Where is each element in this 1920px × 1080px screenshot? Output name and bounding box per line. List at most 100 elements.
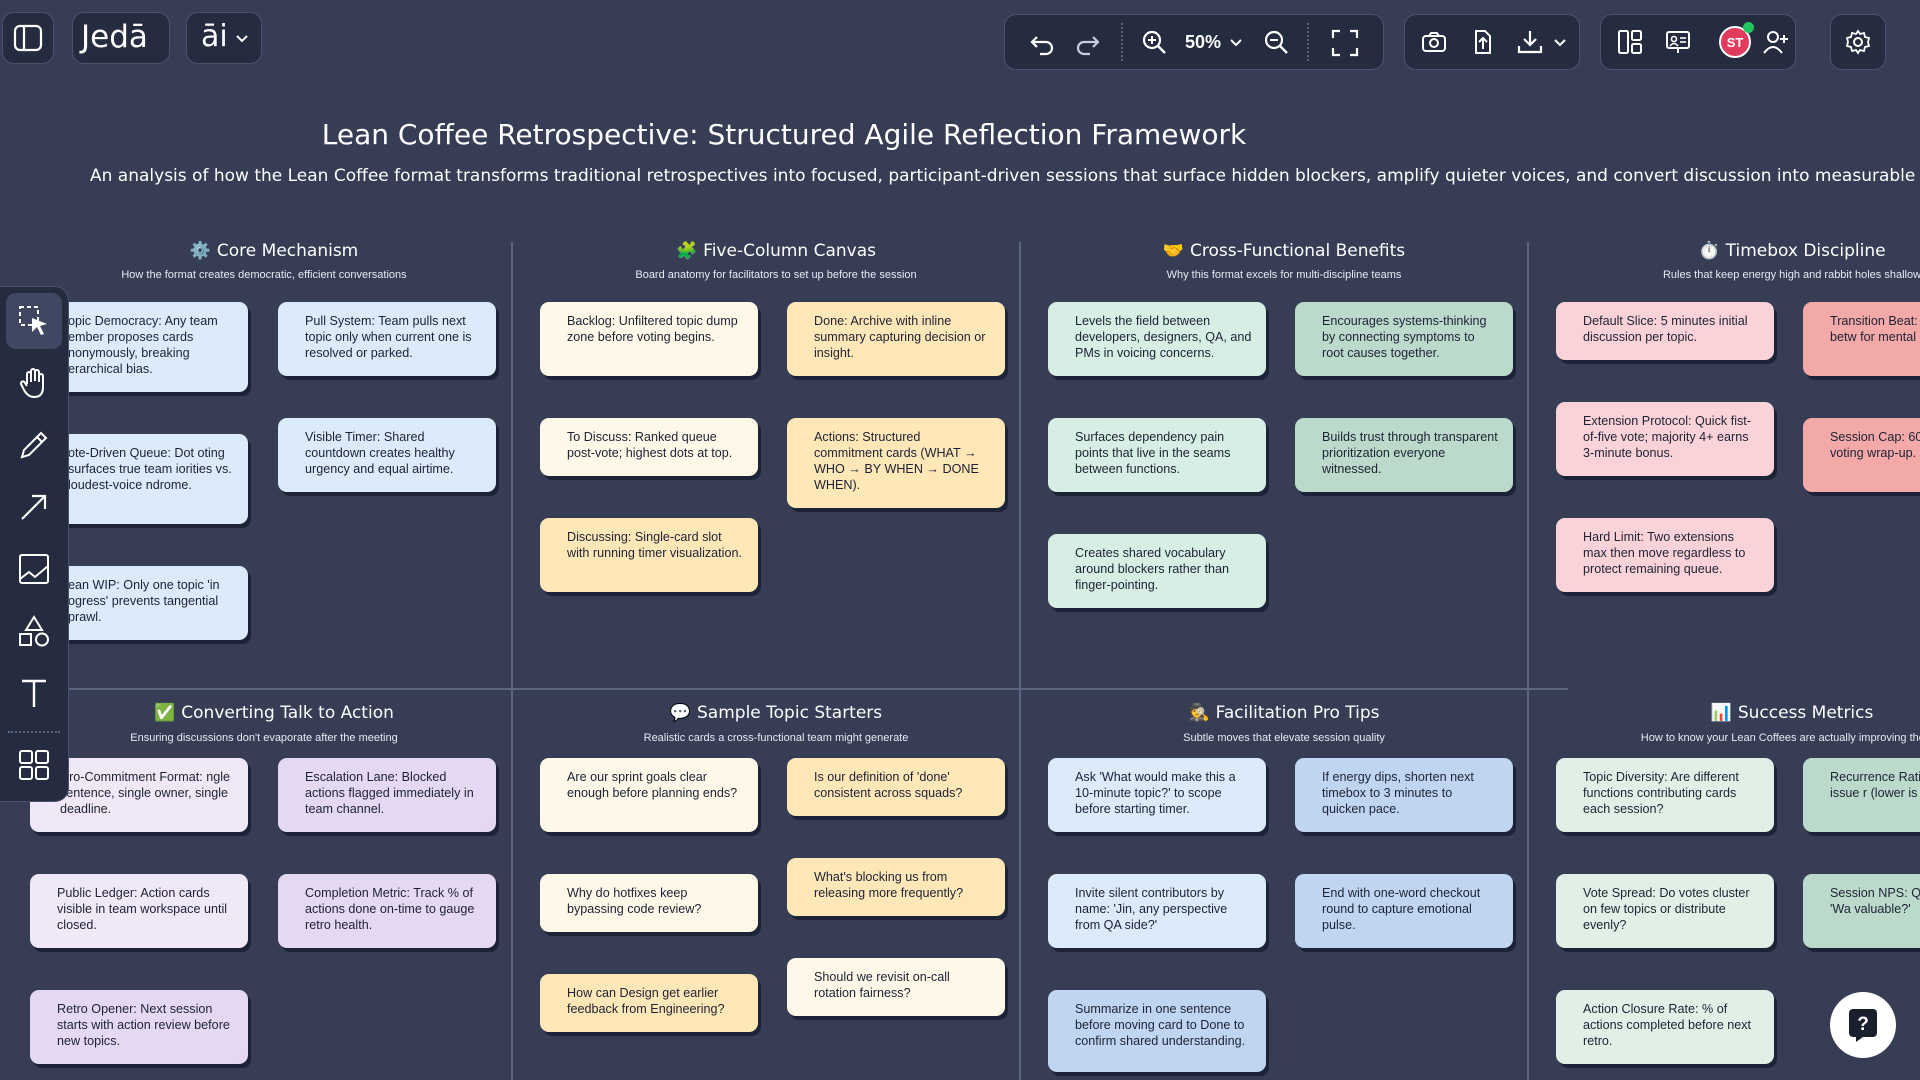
sticky-note[interactable]: Hard Limit: Two extensions max then move…: [1556, 518, 1774, 592]
section-subtitle: Realistic cards a cross-functional team …: [643, 732, 909, 744]
templates-grid-icon[interactable]: [16, 747, 52, 783]
sticky-note[interactable]: Pull System: Team pulls next topic only …: [278, 302, 496, 376]
sticky-note[interactable]: Recurrence Rati the same issue r (lower …: [1803, 758, 1920, 832]
sticky-note[interactable]: Escalation Lane: Blocked actions flagged…: [278, 758, 496, 832]
section-subtitle: Board anatomy for facilitators to set up…: [635, 269, 917, 281]
toolbar-divider: [8, 731, 60, 733]
row-divider: [68, 688, 1568, 690]
help-button[interactable]: ?: [1830, 992, 1896, 1058]
zoom-in-icon[interactable]: [1139, 27, 1169, 57]
section-subtitle: Rules that keep energy high and rabbit h…: [1662, 269, 1920, 281]
sticky-note[interactable]: Default Slice: 5 minutes initial discuss…: [1556, 302, 1774, 360]
export-toolbar: [1404, 14, 1580, 70]
section-subtitle: Why this format excels for multi-discipl…: [1166, 269, 1402, 281]
sticky-note[interactable]: Extension Protocol: Quick fist-of-five v…: [1556, 402, 1774, 476]
drawing-toolbar: [0, 286, 69, 802]
sticky-note[interactable]: Levels the field between developers, des…: [1048, 302, 1266, 376]
history-zoom-toolbar: 50%: [1004, 14, 1384, 70]
camera-icon[interactable]: [1419, 27, 1449, 57]
section-subtitle: Subtle moves that elevate session qualit…: [1183, 732, 1385, 744]
sticky-note[interactable]: Completion Metric: Track % of actions do…: [278, 874, 496, 948]
sticky-note[interactable]: Visible Timer: Shared countdown creates …: [278, 418, 496, 492]
sticky-note[interactable]: Public Ledger: Action cards visible in t…: [30, 874, 248, 948]
sticky-note[interactable]: Vote Spread: Do votes cluster on few top…: [1556, 874, 1774, 948]
pencil-tool-icon[interactable]: [16, 427, 52, 463]
undo-icon[interactable]: [1027, 28, 1057, 58]
app-name: Jedā: [81, 19, 148, 55]
sticky-note[interactable]: What's blocking us from releasing more f…: [787, 858, 1005, 916]
sticky-note[interactable]: Retro Opener: Next session starts with a…: [30, 990, 248, 1064]
sticky-note[interactable]: To Discuss: Ranked queue post-vote; high…: [540, 418, 758, 476]
board-subtitle: An analysis of how the Lean Coffee forma…: [90, 166, 1920, 186]
column-divider: [1527, 242, 1529, 1080]
sticky-note[interactable]: If energy dips, shorten next timebox to …: [1295, 758, 1513, 832]
section-subtitle: Ensuring discussions don't evaporate aft…: [130, 732, 398, 744]
section-title-five-column-canvas: 🧩Five-Column Canvas: [676, 241, 876, 261]
upload-icon[interactable]: [1467, 27, 1497, 57]
section-title-facilitation-pro-tips: 🕵️Facilitation Pro Tips: [1188, 703, 1380, 723]
download-icon[interactable]: [1515, 27, 1545, 57]
help-question-icon: ?: [1847, 1007, 1879, 1043]
sticky-note[interactable]: Builds trust through transparent priorit…: [1295, 418, 1513, 492]
text-tool-icon[interactable]: [16, 675, 52, 711]
column-divider: [1019, 242, 1021, 1080]
sticky-note[interactable]: Backlog: Unfiltered topic dump zone befo…: [540, 302, 758, 376]
sticky-note[interactable]: Invite silent contributors by name: 'Jin…: [1048, 874, 1266, 948]
chevron-down-icon[interactable]: [1227, 33, 1245, 51]
sticky-note[interactable]: Are our sprint goals clear enough before…: [540, 758, 758, 832]
sticky-note[interactable]: Discussing: Single-card slot with runnin…: [540, 518, 758, 592]
avatar[interactable]: ST: [1719, 26, 1751, 58]
toolbar-divider: [1121, 23, 1123, 61]
sticky-note[interactable]: Summarize in one sentence before moving …: [1048, 990, 1266, 1072]
sticky-note[interactable]: Session NPS: Q rating asking 'Wa valuabl…: [1803, 874, 1920, 948]
sticky-note[interactable]: How can Design get earlier feedback from…: [540, 974, 758, 1032]
sticky-note[interactable]: Should we revisit on-call rotation fairn…: [787, 958, 1005, 1016]
hand-tool-icon[interactable]: [16, 365, 52, 401]
redo-icon[interactable]: [1073, 28, 1103, 58]
sticky-note[interactable]: Transition Beat: silent pause betw for m…: [1803, 302, 1920, 376]
sticky-note[interactable]: Why do hotfixes keep bypassing code revi…: [540, 874, 758, 932]
sidebar-toggle-button[interactable]: [2, 12, 54, 64]
presentation-icon[interactable]: [1663, 27, 1693, 57]
layout-panels-icon[interactable]: [1615, 27, 1645, 57]
section-title-sample-topic-starters: 💬Sample Topic Starters: [669, 703, 883, 723]
zoom-level[interactable]: 50%: [1185, 32, 1222, 52]
collaboration-toolbar: ST: [1600, 14, 1796, 70]
section-title-success-metrics: 📊Success Metrics: [1710, 703, 1874, 723]
sticky-note[interactable]: End with one-word checkout round to capt…: [1295, 874, 1513, 948]
sticky-note[interactable]: Action Closure Rate: % of actions comple…: [1556, 990, 1774, 1064]
ai-menu-button[interactable]: āi: [186, 12, 262, 64]
section-subtitle: How the format creates democratic, effic…: [121, 269, 407, 281]
sticky-note[interactable]: Creates shared vocabulary around blocker…: [1048, 534, 1266, 608]
sticky-note[interactable]: Encourages systems-thinking by connectin…: [1295, 302, 1513, 376]
sticky-note[interactable]: Session Cap: 60 including voting wrap-up…: [1803, 418, 1920, 492]
column-divider: [511, 242, 513, 1080]
shapes-tool-icon[interactable]: [16, 613, 52, 649]
sticky-note[interactable]: Done: Archive with inline summary captur…: [787, 302, 1005, 376]
arrow-tool-icon[interactable]: [16, 489, 52, 525]
chevron-down-icon[interactable]: [1551, 33, 1569, 51]
section-title-cross-functional-benefits: 🤝Cross-Functional Benefits: [1162, 241, 1406, 261]
fit-screen-icon[interactable]: [1329, 27, 1361, 59]
section-title-timebox-discipline: ⏱️Timebox Discipline: [1698, 241, 1886, 261]
board-title: Lean Coffee Retrospective: Structured Ag…: [321, 118, 1247, 151]
zoom-out-icon[interactable]: [1261, 27, 1291, 57]
sticky-note[interactable]: Topic Diversity: Are different functions…: [1556, 758, 1774, 832]
toolbar-divider: [1307, 23, 1309, 61]
select-tool-icon[interactable]: [16, 303, 52, 339]
section-title-core-mechanism: ⚙️Core Mechanism: [189, 241, 359, 261]
sticky-note[interactable]: Ask 'What would make this a 10-minute to…: [1048, 758, 1266, 832]
sticky-note[interactable]: Surfaces dependency pain points that liv…: [1048, 418, 1266, 492]
sticky-note[interactable]: Actions: Structured commitment cards (WH…: [787, 418, 1005, 508]
image-tool-icon[interactable]: [16, 551, 52, 587]
add-user-icon[interactable]: [1761, 27, 1791, 57]
settings-button[interactable]: [1830, 14, 1886, 70]
app-logo[interactable]: Jedā: [72, 12, 170, 64]
sticky-note[interactable]: Is our definition of 'done' consistent a…: [787, 758, 1005, 816]
chevron-down-icon: [233, 29, 251, 47]
section-title-converting-talk-to-action: ✅Converting Talk to Action: [154, 703, 394, 723]
gear-icon: [1843, 27, 1873, 57]
section-subtitle: How to know your Lean Coffees are actual…: [1640, 732, 1920, 744]
svg-text:?: ?: [1857, 1014, 1869, 1035]
